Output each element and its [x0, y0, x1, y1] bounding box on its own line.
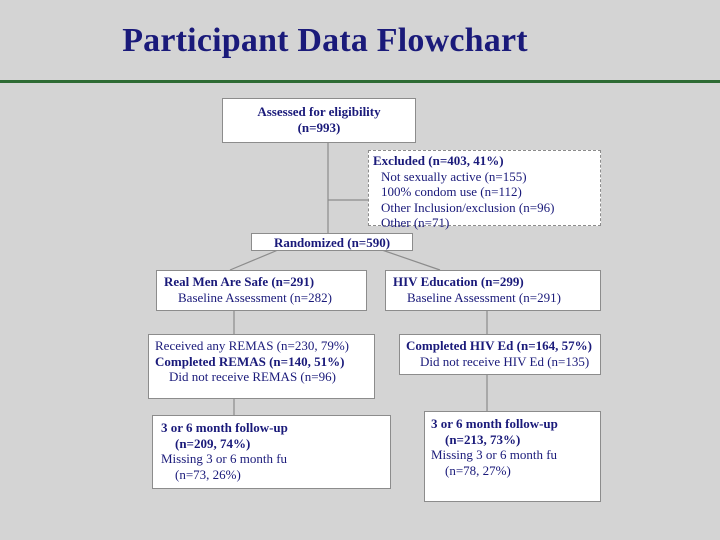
rmas-followup-count: (n=209, 74%): [175, 435, 251, 451]
rmas-received: Received any REMAS (n=230, 79%): [155, 338, 349, 353]
rmas-arm-box: Real Men Are Safe (n=291) Baseline Asses…: [156, 270, 367, 311]
rmas-missing-count: (n=73, 26%): [175, 466, 241, 482]
hiv-baseline: Baseline Assessment (n=291): [407, 289, 561, 305]
hiv-arm-box: HIV Education (n=299) Baseline Assessmen…: [385, 270, 601, 311]
rmas-followup-label: 3 or 6 month follow-up: [161, 420, 288, 435]
page-title: Participant Data Flowchart: [122, 22, 528, 59]
title-divider: [0, 80, 720, 83]
hiv-followup-label: 3 or 6 month follow-up: [431, 416, 558, 431]
randomized-label: Randomized (n=590): [273, 235, 391, 250]
hiv-missing-count: (n=78, 27%): [445, 462, 511, 478]
rmas-not-received: Did not receive REMAS (n=96): [169, 369, 336, 384]
randomized-box: Randomized (n=590): [251, 233, 413, 251]
excluded-item: 100% condom use (n=112): [381, 184, 522, 199]
excluded-box: Excluded (n=403, 41%) Not sexually activ…: [368, 150, 601, 230]
excluded-item: Not sexually active (n=155): [381, 168, 527, 184]
rmas-followup-box: 3 or 6 month follow-up (n=209, 74%) Miss…: [152, 415, 391, 489]
excluded-header: Excluded (n=403, 41%): [373, 153, 504, 168]
hiv-missing-label: Missing 3 or 6 month fu: [431, 447, 558, 462]
assessed-label: Assessed for eligibility: [257, 104, 381, 119]
assessed-box: Assessed for eligibility (n=993): [222, 98, 416, 143]
excluded-item: Other Inclusion/exclusion (n=96): [381, 199, 555, 215]
assessed-count: (n=993): [297, 119, 341, 135]
hiv-intervention-box: Completed HIV Ed (n=164, 57%) Did not re…: [399, 334, 601, 375]
connector-randomized-rmas: [229, 249, 279, 271]
rmas-missing-label: Missing 3 or 6 month fu: [161, 451, 288, 466]
rmas-completed: Completed REMAS (n=140, 51%): [155, 353, 345, 369]
rmas-arm-name: Real Men Are Safe (n=291): [164, 274, 315, 289]
hiv-not-received: Did not receive HIV Ed (n=135): [420, 353, 590, 369]
hiv-arm-name: HIV Education (n=299): [393, 274, 524, 289]
connector-randomized-hiv: [381, 249, 441, 271]
hiv-completed: Completed HIV Ed (n=164, 57%): [406, 338, 592, 353]
rmas-baseline: Baseline Assessment (n=282): [178, 289, 332, 305]
hiv-followup-count: (n=213, 73%): [445, 431, 521, 447]
excluded-item: Other (n=71): [381, 215, 450, 230]
hiv-followup-box: 3 or 6 month follow-up (n=213, 73%) Miss…: [424, 411, 601, 502]
rmas-intervention-box: Received any REMAS (n=230, 79%) Complete…: [148, 334, 375, 399]
